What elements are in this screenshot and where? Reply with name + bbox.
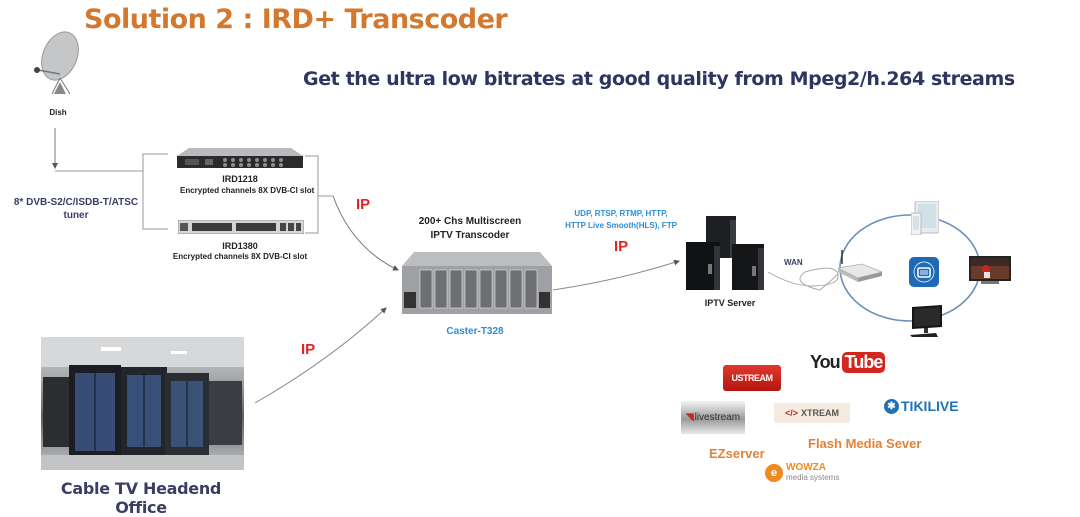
tuner-label-line2: tuner — [63, 210, 89, 221]
ip-label-lower: IP — [301, 341, 316, 358]
iptv-server-icon — [684, 216, 768, 294]
ezserver-label: EZserver — [709, 446, 765, 461]
cable-transcoder-arrow — [254, 307, 387, 404]
xtream-logo: </> XTREAM — [774, 403, 850, 423]
youtube-you: You — [810, 352, 841, 372]
ip-label-upper: IP — [356, 196, 371, 213]
protocol-list-line2: HTTP Live Smooth(HLS), FTP — [565, 221, 677, 230]
wowza-text: WOWZA — [786, 462, 826, 473]
tikilive-palm-icon: ✱ — [884, 398, 899, 414]
ustream-logo: USTREAM — [723, 365, 781, 391]
dish-label: Dish — [49, 108, 67, 117]
wowza-mark-icon: e — [765, 464, 783, 482]
tuner-label-line1: 8* DVB-S2/C/ISDB-T/ATSC — [13, 197, 139, 208]
ird1380-model: IRD1380 — [222, 241, 258, 251]
satellite-dish-icon — [22, 30, 88, 98]
ird-transcoder-arrow — [332, 195, 399, 271]
flash-media-server-label: Flash Media Sever — [808, 436, 922, 451]
tuner-label: 8* DVB-S2/C/ISDB-T/ATSC tuner — [6, 196, 146, 222]
transcoder-device — [400, 252, 552, 316]
protocol-list: UDP, RTSP, RTMP, HTTP, HTTP Live Smooth(… — [556, 208, 686, 232]
youtube-logo: You Tube — [810, 352, 886, 373]
iptv-app-icon — [909, 257, 939, 287]
ird1218-model: IRD1218 — [222, 174, 258, 184]
transcoder-heading-line2: IPTV Transcoder — [430, 230, 510, 241]
ird1380-description: Encrypted channels 8X DVB-CI slot — [172, 252, 308, 261]
wowza-subtext: media systems — [786, 473, 840, 482]
transcoder-server-arrow — [552, 259, 680, 291]
ird1218-device — [177, 148, 303, 170]
wowza-logo: e WOWZA media systems — [765, 463, 839, 483]
page-title: Solution 2 : IRD+ Transcoder — [84, 4, 508, 35]
tv-icon — [969, 256, 1011, 286]
ip-label-server: IP — [614, 238, 629, 255]
xtream-brackets-icon: </> — [784, 408, 798, 418]
tikilive-text: TIKILIVE — [901, 398, 959, 414]
wan-label: WAN — [784, 258, 803, 267]
cable-tv-label: Cable TV Headend Office — [60, 479, 222, 517]
page-subtitle: Get the ultra low bitrates at good quali… — [303, 68, 1015, 90]
livestream-mark-icon: ◥ — [685, 412, 694, 423]
monitor-icon — [906, 305, 942, 337]
livestream-text: livestream — [694, 412, 741, 423]
tablet-phone-icon — [910, 200, 940, 236]
left-bracket — [142, 153, 168, 230]
protocol-list-line1: UDP, RTSP, RTMP, HTTP, — [574, 209, 668, 218]
ird1218-description: Encrypted channels 8X DVB-CI slot — [180, 186, 315, 195]
tikilive-logo: ✱ TIKILIVE — [884, 398, 959, 414]
livestream-logo: ◥ livestream — [681, 401, 745, 434]
transcoder-product-name: Caster-T328 — [446, 326, 504, 337]
xtream-text: XTREAM — [801, 408, 839, 418]
wan-cable — [767, 267, 839, 291]
right-bracket — [305, 155, 319, 234]
youtube-tube: Tube — [841, 352, 886, 373]
router-icon — [836, 250, 884, 282]
iptv-server-label: IPTV Server — [704, 298, 756, 308]
ird1380-device — [177, 219, 305, 235]
transcoder-heading-line1: 200+ Chs Multiscreen — [418, 216, 522, 227]
cable-tv-headend-photo — [41, 337, 244, 470]
transcoder-heading: 200+ Chs Multiscreen IPTV Transcoder — [395, 215, 545, 243]
